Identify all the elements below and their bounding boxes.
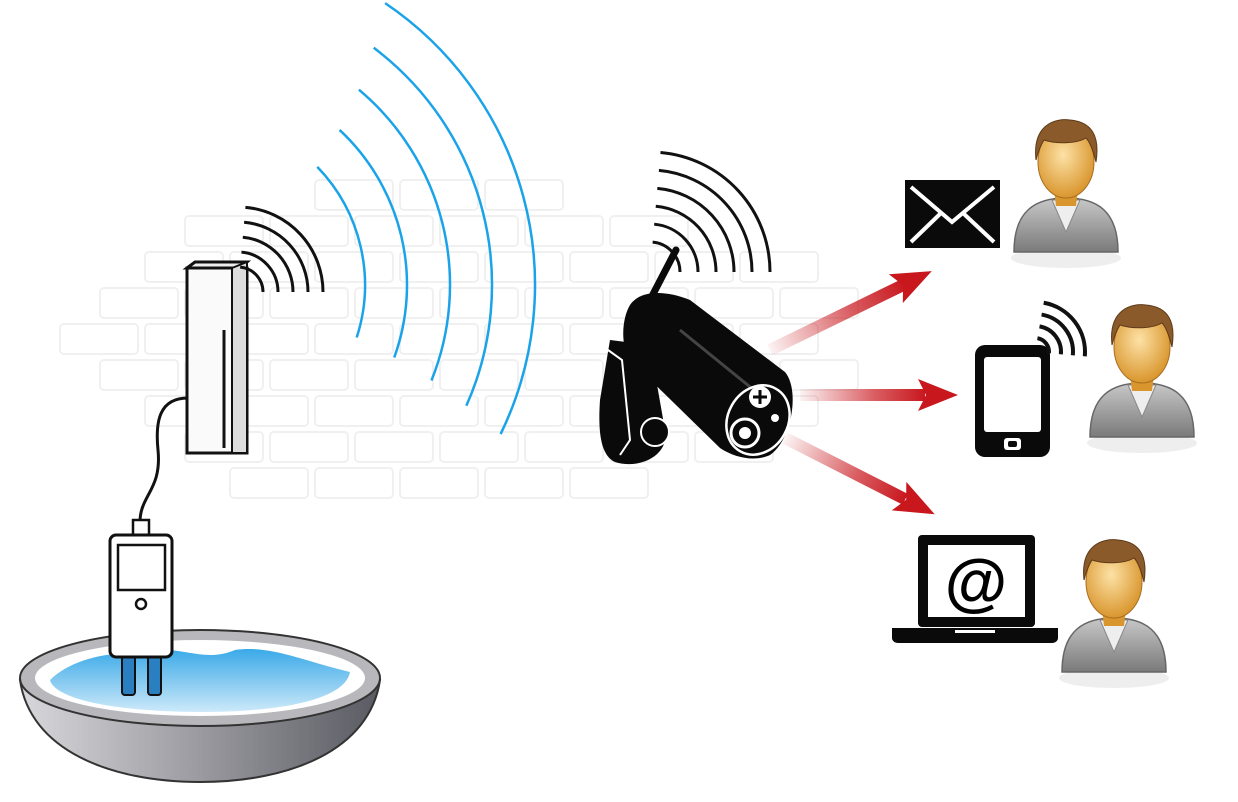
signal-waves — [316, 2, 537, 435]
brick — [99, 287, 179, 319]
water-sensor-icon — [182, 260, 252, 455]
laptop-icon: @ — [892, 535, 1058, 643]
wifi-arc — [658, 168, 754, 273]
brick — [314, 395, 394, 427]
brick — [399, 179, 479, 211]
signal-arc — [338, 129, 409, 358]
wifi-arc — [655, 204, 718, 273]
bowl-of-water-icon — [18, 629, 382, 784]
brick — [609, 215, 689, 247]
brick — [524, 215, 604, 247]
brick — [439, 215, 519, 247]
arrow-to-email — [767, 271, 932, 356]
brick — [484, 395, 564, 427]
brick — [524, 287, 604, 319]
person-icon-phone-recipient — [1086, 303, 1198, 454]
wifi-arc — [654, 222, 700, 273]
brick — [484, 251, 564, 283]
wifi-arc — [660, 150, 772, 273]
wifi-arc — [1039, 324, 1063, 355]
camera-wifi-icon — [652, 150, 772, 273]
brick — [269, 359, 349, 391]
signal-arc — [372, 46, 494, 407]
arrow-to-phone — [800, 379, 958, 411]
laptop-screen-at-sign: @ — [945, 546, 1007, 618]
brick — [229, 467, 309, 499]
wifi-arc — [1043, 300, 1087, 357]
brick — [314, 467, 394, 499]
sensor-cable — [138, 396, 189, 523]
brick — [59, 323, 139, 355]
brick — [99, 359, 179, 391]
brick — [314, 323, 394, 355]
brick — [569, 467, 649, 499]
person-icon-laptop-recipient — [1058, 538, 1170, 689]
arrow-to-laptop — [782, 432, 935, 515]
notification-arrows — [767, 271, 958, 515]
brick — [779, 359, 859, 391]
brick — [354, 215, 434, 247]
brick — [354, 287, 434, 319]
brick — [269, 287, 349, 319]
wifi-arc — [241, 250, 280, 293]
brick — [439, 431, 519, 463]
water-probe-icon — [108, 518, 174, 696]
brick — [314, 251, 394, 283]
wifi-arc — [243, 220, 310, 293]
phone-wifi-icon — [1036, 300, 1087, 357]
brick — [354, 359, 434, 391]
brick — [269, 431, 349, 463]
brick — [524, 431, 604, 463]
brick — [399, 395, 479, 427]
brick — [484, 467, 564, 499]
brick — [694, 287, 774, 319]
wifi-arc — [239, 265, 265, 293]
brick — [569, 251, 649, 283]
wifi-arc — [245, 205, 325, 293]
security-camera-icon — [599, 246, 793, 465]
wifi-arc — [657, 186, 736, 273]
brick — [739, 251, 819, 283]
signal-arc — [384, 2, 537, 435]
signal-arc — [358, 88, 452, 381]
wifi-icon — [239, 205, 325, 293]
brick — [354, 431, 434, 463]
person-icon-email-recipient — [1010, 118, 1122, 269]
brick — [184, 215, 264, 247]
wifi-arc — [1036, 336, 1051, 354]
brick — [524, 359, 604, 391]
wifi-arc — [242, 235, 295, 293]
signal-arc — [316, 166, 367, 338]
brick — [399, 323, 479, 355]
smartphone-icon — [975, 345, 1050, 457]
brick — [484, 323, 564, 355]
brick — [399, 467, 479, 499]
email-envelope-icon — [905, 180, 1000, 248]
brick — [399, 251, 479, 283]
brick — [439, 287, 519, 319]
wifi-arc — [1041, 312, 1075, 356]
